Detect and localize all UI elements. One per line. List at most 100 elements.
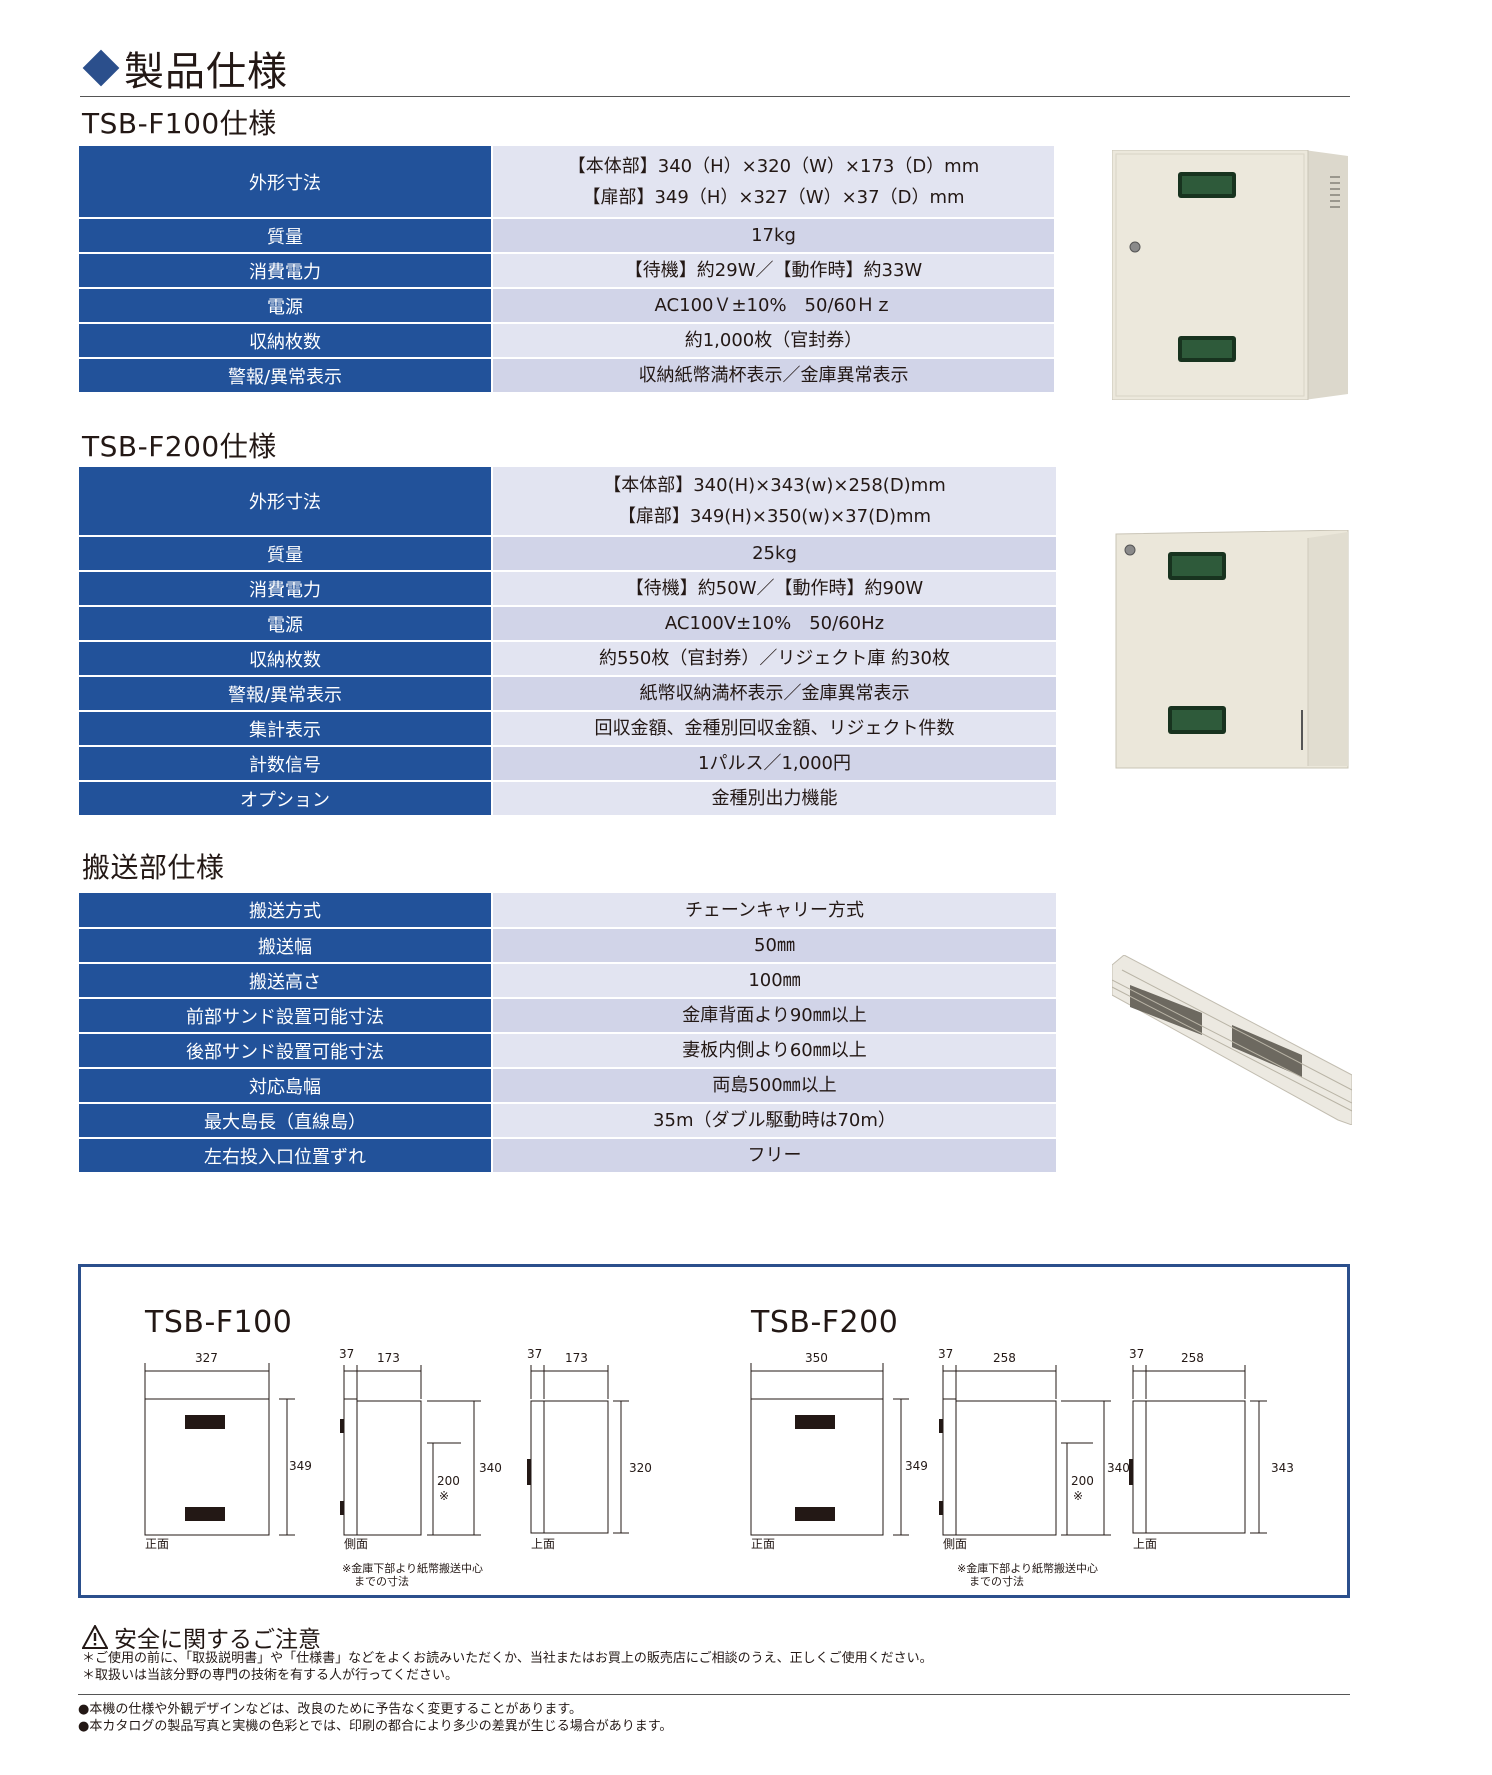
spec-value-line: 17kg — [751, 225, 796, 246]
spec-value: 【待機】約50W／【動作時】約90W — [492, 571, 1056, 607]
spec-value: 100㎜ — [492, 963, 1056, 999]
f200-top-width: 343 — [1271, 1461, 1294, 1475]
spec-row: 消費電力【待機】約50W／【動作時】約90W — [79, 571, 1056, 607]
spec-value-line: 紙幣収納満杯表示／金庫異常表示 — [639, 683, 910, 704]
spec-row: 前部サンド設置可能寸法 金庫背面より90㎜以上 — [79, 998, 1056, 1034]
f100-side-height: 340 — [479, 1461, 502, 1475]
spec-value-line: 100㎜ — [748, 970, 801, 991]
f100-dimension-drawing — [144, 1363, 629, 1536]
spec-value-line: 35m（ダブル駆動時は70m） — [653, 1110, 896, 1131]
spec-row: オプション金種別出力機能 — [79, 781, 1056, 817]
warning-icon — [82, 1625, 108, 1649]
spec-value: チェーンキャリー方式 — [492, 893, 1056, 929]
spec-value-line: 収納紙幣満杯表示／金庫異常表示 — [638, 365, 909, 386]
f200-top-door: 37 — [1129, 1347, 1145, 1361]
spec-value: フリー — [492, 1138, 1056, 1174]
spec-value: 収納紙幣満杯表示／金庫異常表示 — [492, 358, 1054, 394]
spec-label: 後部サンド設置可能寸法 — [79, 1033, 493, 1069]
spec-value-line: チェーンキャリー方式 — [684, 899, 865, 921]
f100-label-side: 側面 — [344, 1537, 369, 1551]
spec-label: 集計表示 — [79, 711, 493, 747]
diamond-bullet-icon — [82, 49, 120, 87]
spec-label: 前部サンド設置可能寸法 — [79, 998, 493, 1034]
spec-label: 警報/異常表示 — [79, 358, 493, 394]
f200-label-top: 上面 — [1133, 1537, 1158, 1551]
spec-label: 搬送高さ — [79, 963, 493, 999]
spec-row: 左右投入口位置ずれフリー — [79, 1138, 1056, 1174]
f100-side-door: 37 — [339, 1347, 355, 1361]
spec-row: 質量 25kg — [79, 536, 1056, 572]
f100-note-line1: ※金庫下部より紙幣搬送中心 — [342, 1562, 483, 1575]
spec-row: 収納枚数約550枚（官封券）／リジェクト庫 約30枚 — [79, 641, 1056, 677]
spec-label: 電源 — [79, 606, 493, 642]
spec-label: 質量 — [79, 536, 493, 572]
spec-value: 25kg — [492, 536, 1056, 572]
spec-value: AC100Ｖ±10% 50/60Ｈｚ — [492, 288, 1054, 324]
spec-row: 対応島幅両島500㎜以上 — [79, 1068, 1056, 1104]
spec-value: 約1,000枚（官封券） — [492, 323, 1054, 359]
transport-section-title: 搬送部仕様 — [82, 851, 225, 884]
spec-label: 計数信号 — [79, 746, 493, 782]
f100-drawing-title: TSB-F100 — [145, 1305, 293, 1340]
f100-top-depth: 173 — [565, 1351, 588, 1365]
f200-side-depth: 258 — [993, 1351, 1016, 1365]
f200-spec-table: 外形寸法 【本体部】340(H)×343(w)×258(D)mm 【扉部】349(H… — [79, 467, 1056, 817]
spec-value: 【待機】約29W／【動作時】約33W — [492, 253, 1054, 289]
f200-side-mark: ※ — [1073, 1489, 1084, 1503]
spec-value: 50㎜ — [492, 928, 1056, 964]
spec-row: 後部サンド設置可能寸法 妻板内側より60㎜以上 — [79, 1033, 1056, 1069]
spec-value-line: 【扉部】349（H）×327（W）×37（D）mm — [582, 186, 965, 208]
spec-value-line: 【本体部】340（H）×320（W）×173（D）mm — [567, 155, 980, 177]
spec-value-line: 金庫背面より90㎜以上 — [682, 1005, 867, 1026]
spec-value-line: 1パルス／1,000円 — [698, 753, 851, 774]
footer-note-1: ●本機の仕様や外観デザインなどは、改良のために予告なく変更することがあります。 — [78, 1702, 583, 1717]
spec-label: 質量 — [79, 218, 493, 254]
spec-label: 搬送方式 — [79, 893, 493, 929]
spec-value-line: 約550枚（官封券）／リジェクト庫 約30枚 — [599, 648, 950, 669]
spec-value-line: 【本体部】340(H)×343(w)×258(D)mm — [603, 475, 946, 496]
safety-note-2: ＊取扱いは当該分野の専門の技術を有する人が行ってください。 — [82, 1668, 458, 1683]
f200-front-height: 349 — [905, 1459, 928, 1473]
spec-value-line: 25kg — [752, 543, 797, 564]
spec-value: AC100V±10% 50/60Hz — [492, 606, 1056, 642]
safety-heading: 安全に関するご注意 — [82, 1620, 321, 1654]
spec-row: 搬送方式 チェーンキャリー方式 — [79, 893, 1056, 929]
spec-label: オプション — [79, 781, 493, 817]
spec-value-line: 妻板内側より60㎜以上 — [682, 1040, 867, 1061]
spec-value-line: 約1,000枚（官封券） — [684, 330, 863, 351]
spec-row: 消費電力 【待機】約29W／【動作時】約33W — [79, 253, 1054, 289]
spec-value-line: 50㎜ — [754, 935, 795, 956]
footer-divider — [78, 1694, 1350, 1695]
spec-row: 最大島長（直線島）35m（ダブル駆動時は70m） — [79, 1103, 1056, 1139]
spec-value-line: 【扉部】349(H)×350(w)×37(D)mm — [617, 506, 932, 527]
f100-section-title: TSB-F100仕様 — [82, 107, 277, 140]
f100-product-photo — [1112, 150, 1348, 400]
f100-top-width: 320 — [629, 1461, 652, 1475]
spec-row: 計数信号 1パルス／1,000円 — [79, 746, 1056, 782]
spec-value: 約550枚（官封券）／リジェクト庫 約30枚 — [492, 641, 1056, 677]
spec-row: 搬送高さ 100㎜ — [79, 963, 1056, 999]
f200-dimension-drawing — [750, 1363, 1267, 1536]
f100-side-mark: ※ — [439, 1489, 450, 1503]
spec-row: 警報/異常表示 収納紙幣満杯表示／金庫異常表示 — [79, 358, 1054, 394]
spec-value-line: 【待機】約29W／【動作時】約33W — [624, 260, 923, 281]
f100-note-line2: までの寸法 — [354, 1575, 409, 1588]
f200-note-line2: までの寸法 — [969, 1575, 1024, 1588]
spec-label: 消費電力 — [79, 253, 493, 289]
dimension-drawings-panel: TSB-F100 TSB-F200 — [78, 1264, 1350, 1598]
spec-row: 外形寸法 【本体部】340(H)×343(w)×258(D)mm 【扉部】349(H… — [79, 467, 1056, 537]
spec-value: 【本体部】340(H)×343(w)×258(D)mm 【扉部】349(H)×35… — [492, 467, 1056, 537]
f200-side-door: 37 — [938, 1347, 954, 1361]
f200-section-title: TSB-F200仕様 — [82, 430, 277, 463]
f100-side-inner: 200 — [437, 1474, 460, 1488]
f100-spec-table: 外形寸法【本体部】340（H）×320（W）×173（D）mm【扉部】349（H… — [79, 146, 1054, 394]
f100-top-door: 37 — [527, 1347, 543, 1361]
page-title: 製品仕様 — [82, 40, 288, 96]
spec-row: 集計表示回収金額、金種別回収金額、リジェクト件数 — [79, 711, 1056, 747]
spec-value-line: AC100Ｖ±10% 50/60Ｈｚ — [654, 295, 893, 316]
spec-label: 外形寸法 — [79, 467, 493, 537]
